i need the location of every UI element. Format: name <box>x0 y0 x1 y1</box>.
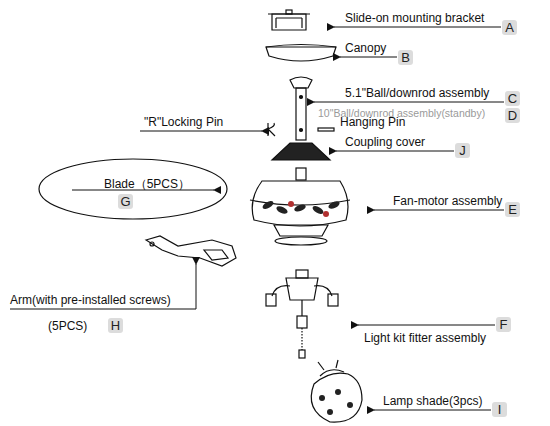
pull-chain <box>301 328 302 350</box>
letter-badge: D <box>505 108 520 123</box>
downrod <box>296 88 306 140</box>
callout-letter: H <box>111 318 120 333</box>
arm-screw <box>150 242 154 246</box>
mounting-bracket <box>272 14 306 30</box>
part-label: Light kit fitter assembly <box>364 331 486 345</box>
callout-letter: A <box>505 20 514 35</box>
arm-hole <box>204 250 228 260</box>
fitter-arms <box>272 286 332 316</box>
rod-hole <box>300 129 303 132</box>
fan-arm <box>146 236 236 266</box>
leader-arrow <box>10 264 196 309</box>
motor-plate <box>275 237 327 245</box>
letter-badge: H <box>108 318 123 333</box>
callout-letter: J <box>459 143 466 158</box>
part-label: Coupling cover <box>345 135 425 149</box>
pull-fob <box>299 350 305 358</box>
blade-oval: Blade（5PCS）G <box>38 158 228 220</box>
shade-spots <box>319 389 353 415</box>
callout-letter: C <box>508 91 517 106</box>
letter-badge: F <box>496 317 511 332</box>
leaf-decoration <box>261 199 340 217</box>
letter-badge: A <box>502 20 517 35</box>
part-label: (5PCS) <box>48 319 87 333</box>
oval-shape <box>39 159 227 219</box>
rod-hole <box>300 96 303 99</box>
leader-arrow <box>314 102 504 103</box>
part-label: Slide-on mounting bracket <box>345 11 484 25</box>
part-label: 5.1"Ball/downrod assembly <box>345 86 489 100</box>
leader-arrow <box>374 210 504 211</box>
leader-arrow <box>140 131 262 132</box>
letter-badge: I <box>492 402 507 417</box>
coupling-cover <box>272 143 330 160</box>
motor-housing <box>252 181 348 226</box>
part-label: Fan-motor assembly <box>393 194 502 208</box>
callout-letter: B <box>401 50 410 65</box>
part-label: Lamp shade(3pcs) <box>383 394 482 408</box>
leader-arrow <box>340 57 397 58</box>
canopy-drawing <box>266 47 336 61</box>
fitter-body <box>286 278 318 300</box>
motor-shaft <box>296 168 306 180</box>
leader-lines <box>10 27 504 410</box>
canopy-top <box>266 45 336 48</box>
part-label: "R"Locking Pin <box>144 115 223 129</box>
shade-antenna <box>318 360 338 370</box>
leader-arrow <box>336 151 454 152</box>
letter-badge: G <box>118 194 133 209</box>
part-label: Arm(with pre-installed screws) <box>10 293 171 307</box>
downrod-ball <box>290 77 312 88</box>
callout-letter: F <box>500 317 508 332</box>
fitter-top <box>296 270 308 278</box>
callout-letter: D <box>508 108 517 123</box>
callout-letter: G <box>120 194 130 209</box>
r-locking-pin <box>268 123 275 136</box>
part-label: Hanging Pin <box>340 115 405 129</box>
letter-badge: C <box>505 91 520 106</box>
letter-badge: E <box>505 202 520 217</box>
part-name: Blade（5PCS） <box>104 176 190 193</box>
socket <box>297 316 307 328</box>
lamp-shade <box>311 373 362 422</box>
callout-letter: I <box>498 402 502 417</box>
letter-badge: B <box>398 50 413 65</box>
motor-bottom <box>274 225 328 236</box>
bracket-tab <box>286 10 292 14</box>
leader-arrow <box>358 325 495 326</box>
bracket-detail <box>268 14 310 28</box>
leader-arrow <box>374 410 491 411</box>
letter-badge: J <box>455 143 470 158</box>
socket <box>328 294 338 306</box>
part-drawings <box>146 10 362 422</box>
leader-arrow <box>334 27 501 28</box>
hanging-pin <box>318 128 334 131</box>
shade-neck <box>320 370 344 376</box>
callout-letter: E <box>508 202 517 217</box>
part-label: Canopy <box>345 41 386 55</box>
socket <box>266 294 276 306</box>
